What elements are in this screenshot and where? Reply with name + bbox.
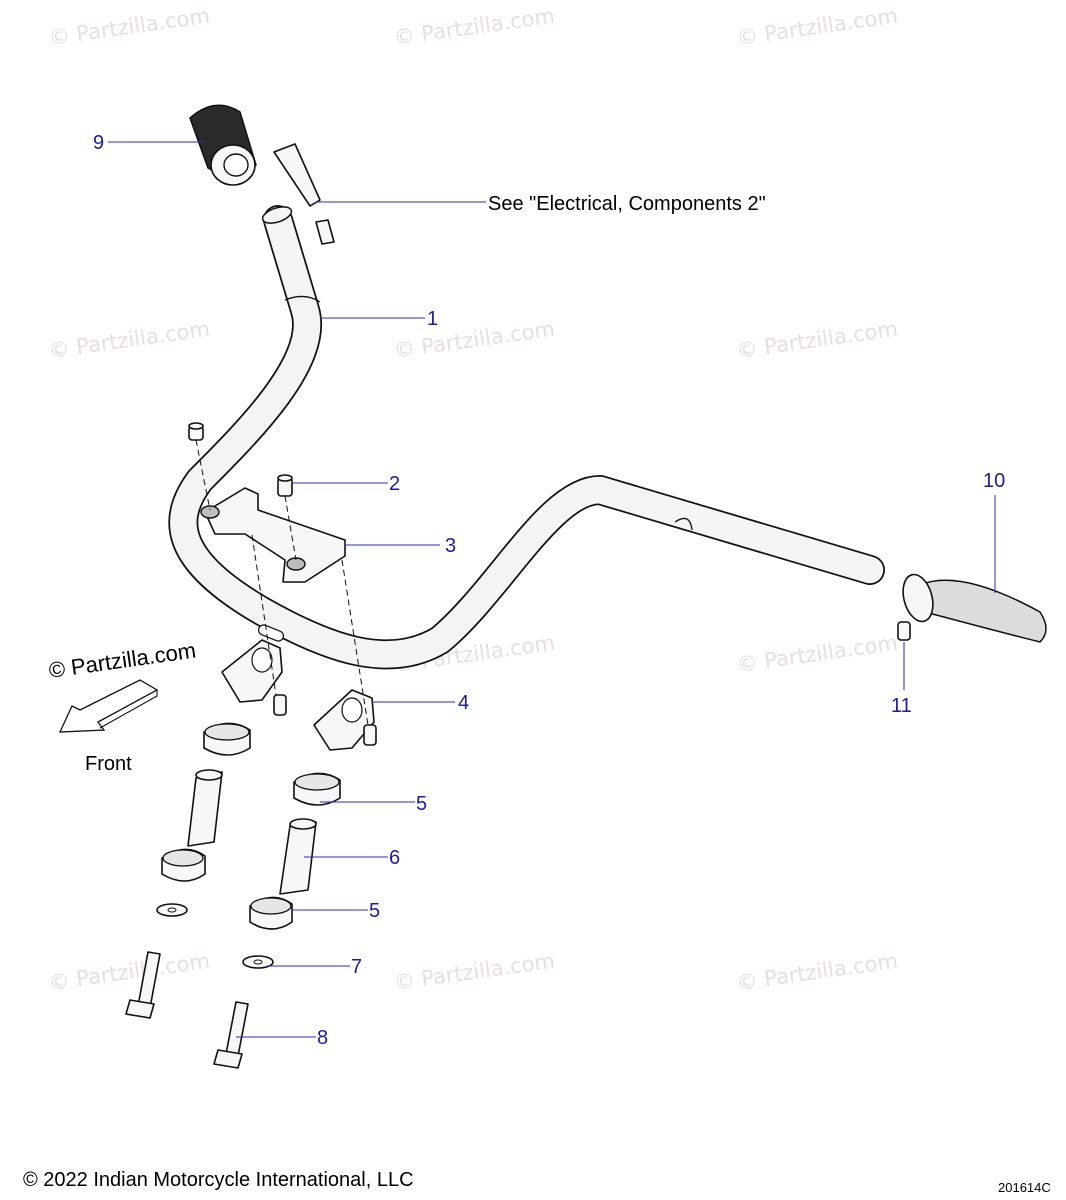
watermark: © Partzilla.com <box>735 949 899 995</box>
brand-mark: © Partzilla.com <box>47 638 197 683</box>
callout-3: 3 <box>445 535 456 557</box>
watermark: © Partzilla.com <box>392 949 556 995</box>
right-grip <box>897 573 1047 643</box>
callout-8: 8 <box>317 1027 328 1049</box>
handlebar <box>168 205 885 670</box>
watermark: © Partzilla.com <box>47 317 211 363</box>
callout-4: 4 <box>458 692 469 714</box>
copyright-notice: © 2022 Indian Motorcycle International, … <box>23 1169 414 1191</box>
callout-5-lower: 5 <box>369 900 380 922</box>
leader-lines <box>108 141 996 1038</box>
spacers <box>187 769 317 895</box>
callout-6: 6 <box>389 847 400 869</box>
left-grip <box>189 104 335 245</box>
long-bolts <box>125 951 249 1069</box>
watermark: © Partzilla.com <box>392 317 556 363</box>
callout-7: 7 <box>351 956 362 978</box>
callout-5: 5 <box>416 793 427 815</box>
washers <box>156 903 274 969</box>
watermark: © Partzilla.com <box>47 949 211 995</box>
callout-10: 10 <box>983 470 1005 492</box>
alignment-lines <box>195 439 369 726</box>
reference-note: See "Electrical, Components 2" <box>488 193 766 215</box>
callout-1: 1 <box>427 308 438 330</box>
front-label: Front <box>85 753 132 775</box>
watermark: © Partzilla.com <box>392 4 556 50</box>
diagram-code: 201614C <box>998 1180 1051 1195</box>
bushings <box>161 722 341 930</box>
callouts: 9 1 2 3 4 5 6 5 7 8 10 11 <box>93 132 1005 1049</box>
callout-2: 2 <box>389 473 400 495</box>
watermark: © Partzilla.com <box>735 4 899 50</box>
upper-clamp <box>200 487 346 583</box>
watermark: © Partzilla.com <box>47 4 211 50</box>
lower-clamps <box>221 639 377 751</box>
clamp-bolts <box>188 422 293 497</box>
callout-11: 11 <box>891 695 912 717</box>
watermark: © Partzilla.com <box>735 317 899 363</box>
callout-9: 9 <box>93 132 104 154</box>
front-arrow-icon <box>58 679 159 733</box>
watermark: © Partzilla.com <box>735 631 899 677</box>
